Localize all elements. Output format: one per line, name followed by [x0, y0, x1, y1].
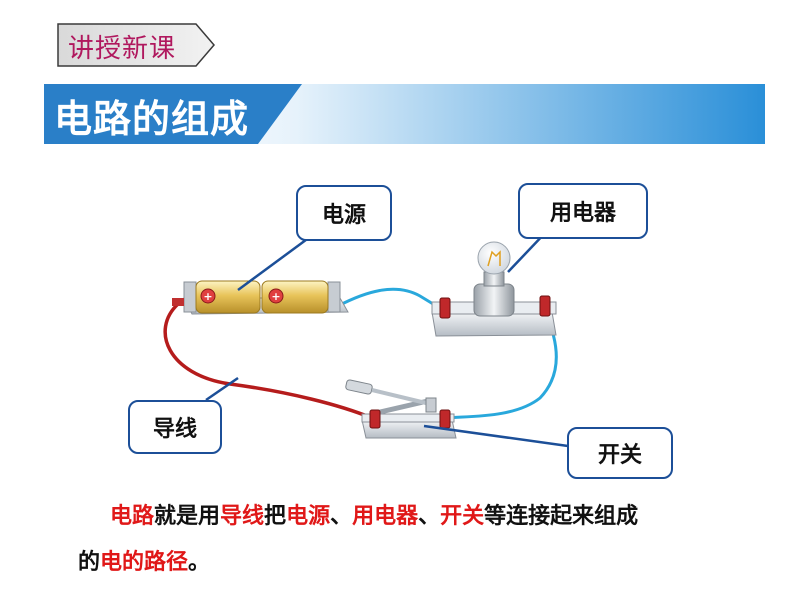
battery-cell-1: + — [195, 280, 261, 314]
battery-cell-2: + — [261, 280, 329, 314]
text-segment: 。 — [188, 550, 211, 575]
definition-line-1: 电路就是用导线把电源、用电器、开关等连接起来组成 — [78, 494, 768, 540]
text-segment: 、 — [330, 504, 353, 529]
term-device: 用电器 — [352, 504, 419, 529]
section-tag-label: 讲授新课 — [68, 34, 177, 64]
wire-blue-right — [445, 311, 558, 420]
label-wire: 导线 — [128, 400, 222, 454]
pointer-switch — [423, 424, 569, 448]
term-wire: 导线 — [220, 504, 265, 529]
definition-paragraph: 电路就是用导线把电源、用电器、开关等连接起来组成 的电的路径。 — [78, 494, 768, 586]
light-bulb — [431, 241, 557, 337]
title-bar-shape — [44, 84, 765, 144]
pointer-power — [237, 232, 315, 292]
text-segment: 把 — [264, 504, 287, 529]
text-segment: 、 — [418, 504, 441, 529]
term-power: 电源 — [286, 504, 331, 529]
pointer-wire — [205, 376, 239, 402]
label-electrical-device: 用电器 — [518, 183, 648, 239]
knife-switch — [345, 379, 457, 439]
page-title: 电路的组成 — [54, 97, 250, 141]
term-circuit: 电路 — [110, 504, 155, 529]
svg-text:+: + — [271, 290, 280, 303]
label-switch: 开关 — [567, 427, 673, 479]
text-segment: 等连接起来组成 — [484, 504, 639, 529]
wire-blue-top — [337, 287, 444, 312]
section-tag: 讲授新课 — [56, 22, 216, 68]
title-bar: 电路的组成 — [44, 84, 765, 144]
term-switch: 开关 — [440, 504, 485, 529]
section-tag-shape — [57, 23, 215, 67]
svg-text:+: + — [203, 290, 212, 303]
term-path: 电的路径 — [100, 550, 189, 575]
definition-line-2: 的电的路径。 — [78, 540, 768, 586]
text-segment: 就是用 — [154, 504, 221, 529]
label-power-source: 电源 — [296, 185, 392, 241]
text-segment: 的 — [78, 550, 101, 575]
